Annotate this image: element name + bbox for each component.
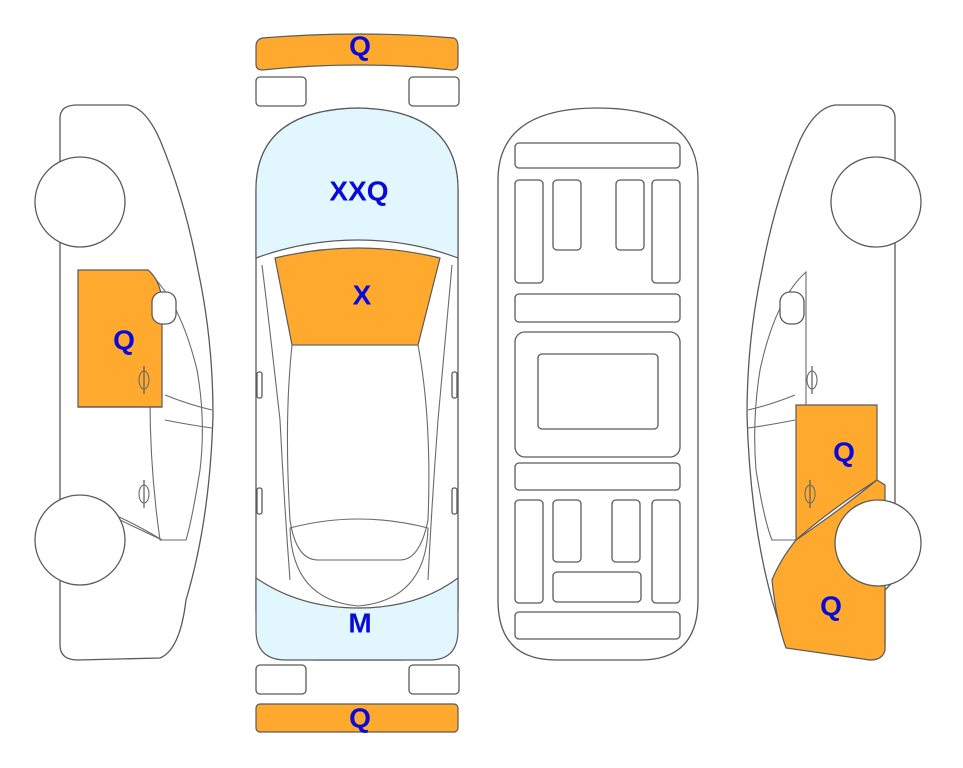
right-side-pillar [747,394,796,411]
front-right-headlight [408,76,460,107]
underbody-part [537,353,659,430]
underbody-part [514,179,544,284]
underbody-part [514,462,681,491]
top-right-side-line [427,264,453,581]
underbody-part [651,179,681,284]
underbody-part [611,499,641,563]
right-rear-quarter-label: Q [820,591,842,622]
right-front-wheel [830,156,922,248]
top-view: Q XXQ X M Q [255,31,460,734]
underbody-part [514,611,681,640]
rear-bumper-label: Q [349,703,371,734]
underbody-part [552,179,582,251]
right-rear-door-handle-icon [804,480,816,508]
left-rear-door-handle-icon [138,480,150,508]
rear-window [255,576,459,661]
top-left-mirror [256,371,263,399]
rear-right-taillight [408,664,460,695]
underbody-part [651,499,681,604]
left-rear-wheel [34,494,126,586]
right-mirror [779,291,805,325]
rear-left-taillight [255,664,307,695]
windshield [255,107,459,259]
front-bumper [255,33,459,71]
right-front-door-handle-icon [806,366,818,394]
windshield-label: XXQ [329,176,388,207]
right-rear-door-label: Q [833,437,855,468]
front-bumper-label: Q [349,31,371,62]
rear-bumper [255,703,459,733]
left-front-door-handle-icon [138,366,150,394]
underbody-part [514,142,681,169]
top-cabin [286,344,430,561]
left-front-wheel [34,156,126,248]
left-side-pillar2 [164,419,213,429]
underbody-part [514,499,544,604]
underbody-part [514,293,681,323]
underbody-part [552,571,642,603]
left-side-view: Q [34,104,214,661]
right-rear-wheel [834,499,922,587]
left-mirror [151,291,177,325]
underbody-part [552,499,582,563]
top-right-handle [451,487,458,515]
right-side-view: Q Q [746,104,922,661]
rear-window-label: M [348,608,371,639]
hood-panel [274,247,441,346]
left-side-pillar [164,394,213,411]
left-front-door-label: Q [113,325,135,356]
top-left-handle [256,487,263,515]
top-rear-deck [289,518,429,607]
underbody-view [497,107,699,661]
front-left-headlight [255,76,307,107]
underbody-part [615,179,645,251]
right-side-pillar2 [747,419,796,429]
left-side-window-frame [147,270,203,541]
top-right-mirror [451,371,458,399]
hood-label: X [353,280,372,311]
top-left-side-line [261,264,291,581]
